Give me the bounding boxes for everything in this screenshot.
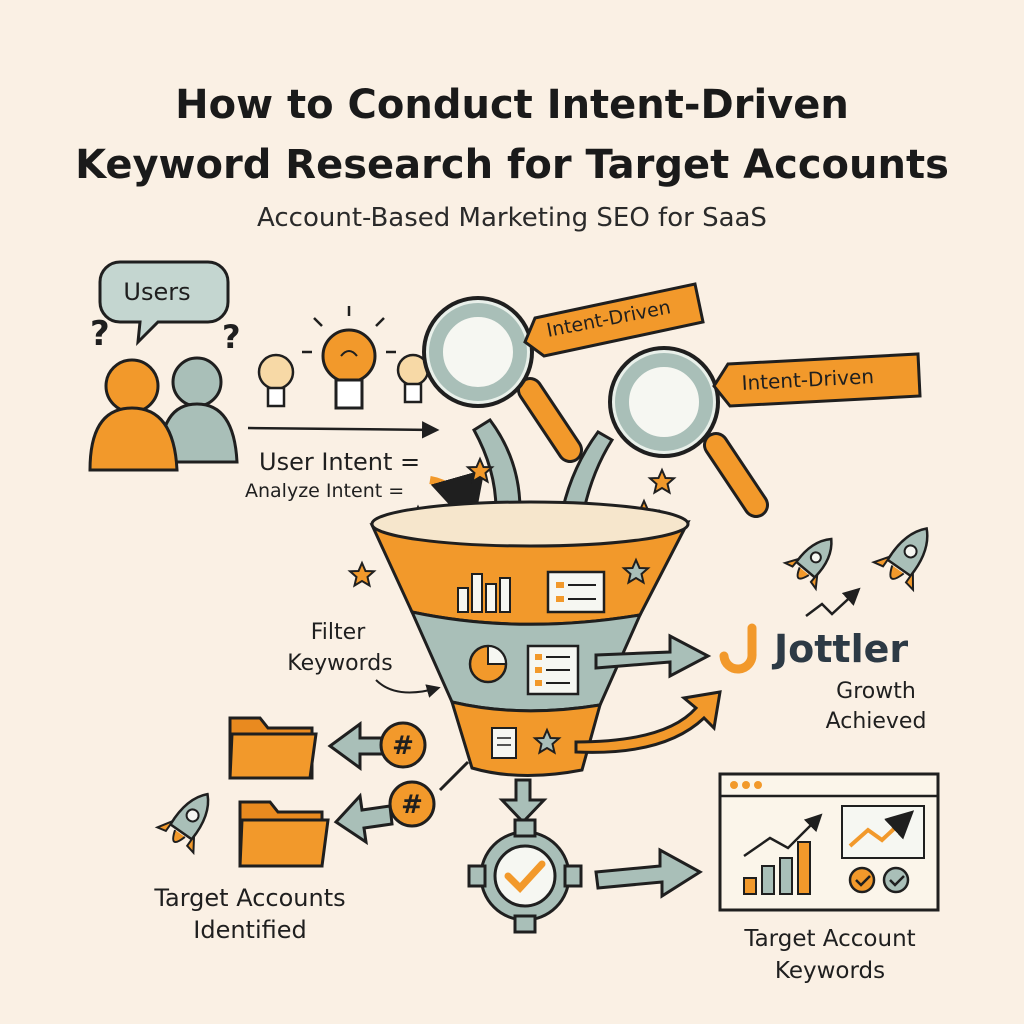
users-speech-bubble: Users [98,260,230,347]
users-people-icon [88,356,239,472]
lightbulb-icon [302,306,396,410]
filter-label-line2: Keywords [287,651,392,676]
document-icon [491,727,517,759]
output-arrow [594,633,712,679]
rocket-icon [154,792,210,856]
star-icon [347,560,377,588]
analyze-intent-label: Analyze Intent = [245,480,404,502]
targets-label-line1: Target Accounts [153,884,345,912]
filter-arrow [375,679,441,698]
keyword-funnel [369,500,691,778]
growth-line-icon [848,810,915,848]
dashboard-window [718,772,940,912]
growth-trend-arrow [805,587,861,617]
title-line-2: Keyword Research for Target Accounts [75,142,949,188]
rocket-icon [782,537,833,592]
hashtag-icon: # [392,731,414,761]
keywords-label-line1: Target Account [743,926,915,952]
folder-icon [228,716,318,780]
output-arrow [574,690,722,754]
intent-driven-tag: Intent-Driven [523,282,705,358]
star-icon [532,727,562,755]
question-mark-icon: ? [90,314,110,354]
pie-chart-icon [468,644,508,684]
intent-arrow [247,421,440,439]
folder-icon [238,800,330,868]
checklist-icon [526,644,580,696]
keywords-label-line2: Keywords [775,958,885,984]
check-badge-icon [848,866,876,894]
magnifier-icon [608,346,769,518]
question-mark-icon: ? [222,318,241,356]
growth-label-line1: Growth [836,679,916,704]
intent-driven-tag: Intent-Driven [712,352,922,408]
growth-label-line2: Achieved [826,709,927,734]
connector-line [438,760,470,792]
trend-arrow [743,813,823,858]
star-icon [621,557,651,585]
magnifier-icon [422,296,583,463]
result-arrow [594,847,703,899]
lightbulb-icon [257,353,295,408]
rocket-icon [871,527,929,593]
user-intent-label: User Intent = [259,448,420,476]
users-label: Users [123,278,190,306]
hashtag-badge [388,780,436,828]
check-badge-icon [882,866,910,894]
output-arrow [333,792,394,846]
hashtag-icon: # [401,790,423,820]
down-arrow [498,778,548,825]
subtitle: Account-Based Marketing SEO for SaaS [257,203,767,233]
title-line-1: How to Conduct Intent-Driven [175,82,849,128]
gear-check-icon [467,818,583,934]
bar-chart-icon [743,841,811,895]
filter-label-line1: Filter [311,620,366,645]
brand-name: Jottler [771,627,908,671]
targets-label-line2: Identified [193,916,306,944]
star-icon [465,456,495,484]
jottler-logo: Jottler [719,623,908,674]
hashtag-badge [379,721,427,769]
output-arrow [327,721,388,771]
star-icon [647,467,677,495]
bar-chart-icon [457,573,511,613]
document-list-icon [546,570,606,614]
